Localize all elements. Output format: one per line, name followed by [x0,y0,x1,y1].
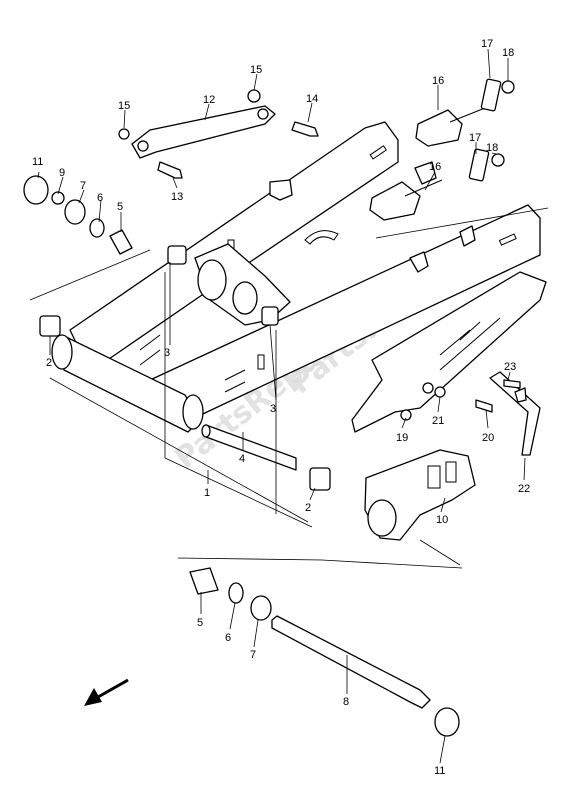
bolt-14 [291,121,319,137]
callout-22: 22 [518,483,530,495]
callout-20: 20 [482,432,494,444]
reference-line-upper [29,207,549,301]
spacer-5-left [109,229,133,255]
dust-cap-11-left [23,175,49,205]
swingarm [51,121,541,433]
callout-5-upper: 5 [117,201,123,213]
callout-11-upper: 11 [32,156,43,168]
callout-1: 1 [204,487,210,499]
callout-19: 19 [396,432,408,444]
dust-cap-11-lower [434,707,460,737]
nut-15-right [247,89,261,103]
callout-16-upper: 16 [432,75,444,87]
washer-7-lower [250,595,272,621]
adjuster-block-upper [480,78,502,112]
callout-9: 9 [59,167,65,179]
callout-17-upper: 17 [481,38,493,50]
washer-7-left [64,199,86,225]
callout-11-lower: 11 [434,765,445,777]
hose-hanger [489,371,541,456]
callout-23: 23 [504,361,516,373]
washer-6-left [89,218,105,238]
callout-15-right: 15 [250,64,262,76]
spacer-5-lower [189,567,219,595]
callout-18-upper: 18 [502,47,514,59]
bolt-23 [503,379,521,389]
callout-3-right: 3 [270,403,276,415]
washer-6-lower [228,582,244,604]
nut-15-left [118,128,130,140]
bearing-2-right [309,467,331,491]
callout-2-right: 2 [305,502,311,514]
chain-buffer [364,449,476,541]
assembly-lines [49,272,463,569]
adjuster-block-lower [468,148,490,182]
callout-18-lower: 18 [486,142,498,154]
bearing-3-upper [167,245,187,265]
bearing-3-lower [261,306,279,326]
callout-15-left: 15 [118,100,130,112]
front-direction-arrow-icon [84,678,129,706]
callout-5-lower: 5 [197,617,203,629]
torque-link-rod [131,105,276,159]
callout-numbers: 1 2 2 3 3 4 5 5 6 6 7 7 8 9 10 11 11 12 … [32,38,530,777]
callout-6-lower: 6 [225,632,231,644]
callout-6-upper: 6 [97,192,103,204]
pivot-shaft-8 [271,615,431,709]
callout-17-lower: 17 [469,132,481,144]
callout-7-lower: 7 [250,649,256,661]
nut-18-upper [501,80,515,94]
washer-21 [434,386,446,398]
bearing-2-left [39,315,61,337]
adjuster-plate-lower [369,179,443,221]
adjuster-plate-upper [415,107,486,147]
callout-2-left: 2 [46,357,52,369]
callout-16-lower: 16 [429,161,441,173]
callout-leaders [37,48,526,764]
washer-9 [51,191,65,205]
callout-8: 8 [343,696,349,708]
callout-3-left: 3 [164,347,170,359]
callout-4: 4 [239,453,245,465]
chain-guard [351,271,547,433]
bolt-20 [475,399,493,413]
callout-12: 12 [203,94,215,106]
callout-14: 14 [306,93,318,105]
callout-7-upper: 7 [80,180,86,192]
callout-13: 13 [171,191,183,203]
callout-21: 21 [432,415,444,427]
bolt-13 [157,161,183,179]
nut-18-lower [491,153,505,167]
callout-10: 10 [436,514,448,526]
